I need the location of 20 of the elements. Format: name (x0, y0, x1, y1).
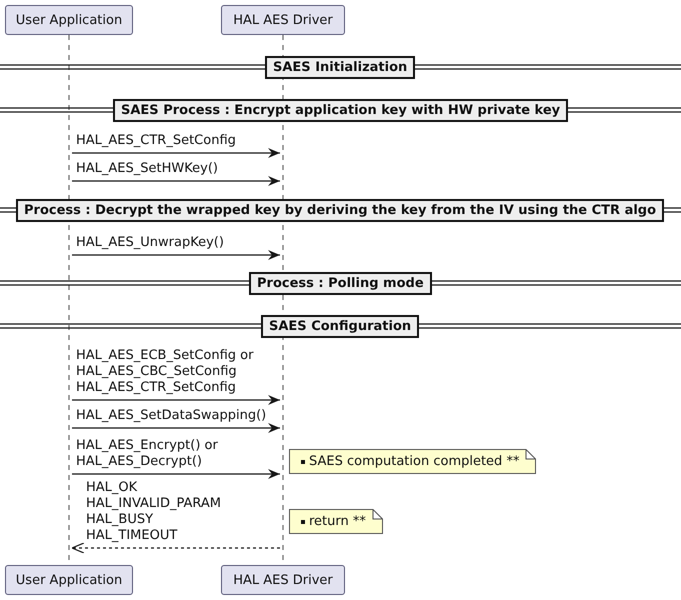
participant-box: User Application (5, 5, 133, 35)
message-arrow (72, 148, 280, 158)
participant-box: User Application (5, 565, 133, 595)
message-label: HAL_AES_UnwrapKey() (76, 235, 224, 251)
message-arrow (72, 423, 280, 433)
message-label: HAL_AES_SetDataSwapping() (76, 408, 266, 424)
message-label: HAL_AES_CTR_SetConfig (76, 133, 236, 149)
message-label: HAL_AES_Encrypt() or HAL_AES_Decrypt() (76, 438, 219, 470)
message-arrow (71, 542, 280, 554)
message-label: HAL_OK HAL_INVALID_PARAM HAL_BUSY HAL_TIMEOUT (86, 480, 222, 544)
message-label: HAL_AES_SetHWKey() (76, 161, 218, 177)
note: SAES computation completed ** (289, 449, 536, 474)
message-arrow (72, 469, 280, 479)
message-arrow (72, 250, 280, 260)
note: return ** (289, 509, 383, 534)
participant-box: HAL AES Driver (221, 565, 345, 595)
message-arrow (72, 395, 280, 405)
message-arrow (72, 176, 280, 186)
participant-box: HAL AES Driver (221, 5, 345, 35)
message-label: HAL_AES_ECB_SetConfig or HAL_AES_CBC_SetConfig HAL_AES_CTR_SetConfig (76, 348, 254, 396)
